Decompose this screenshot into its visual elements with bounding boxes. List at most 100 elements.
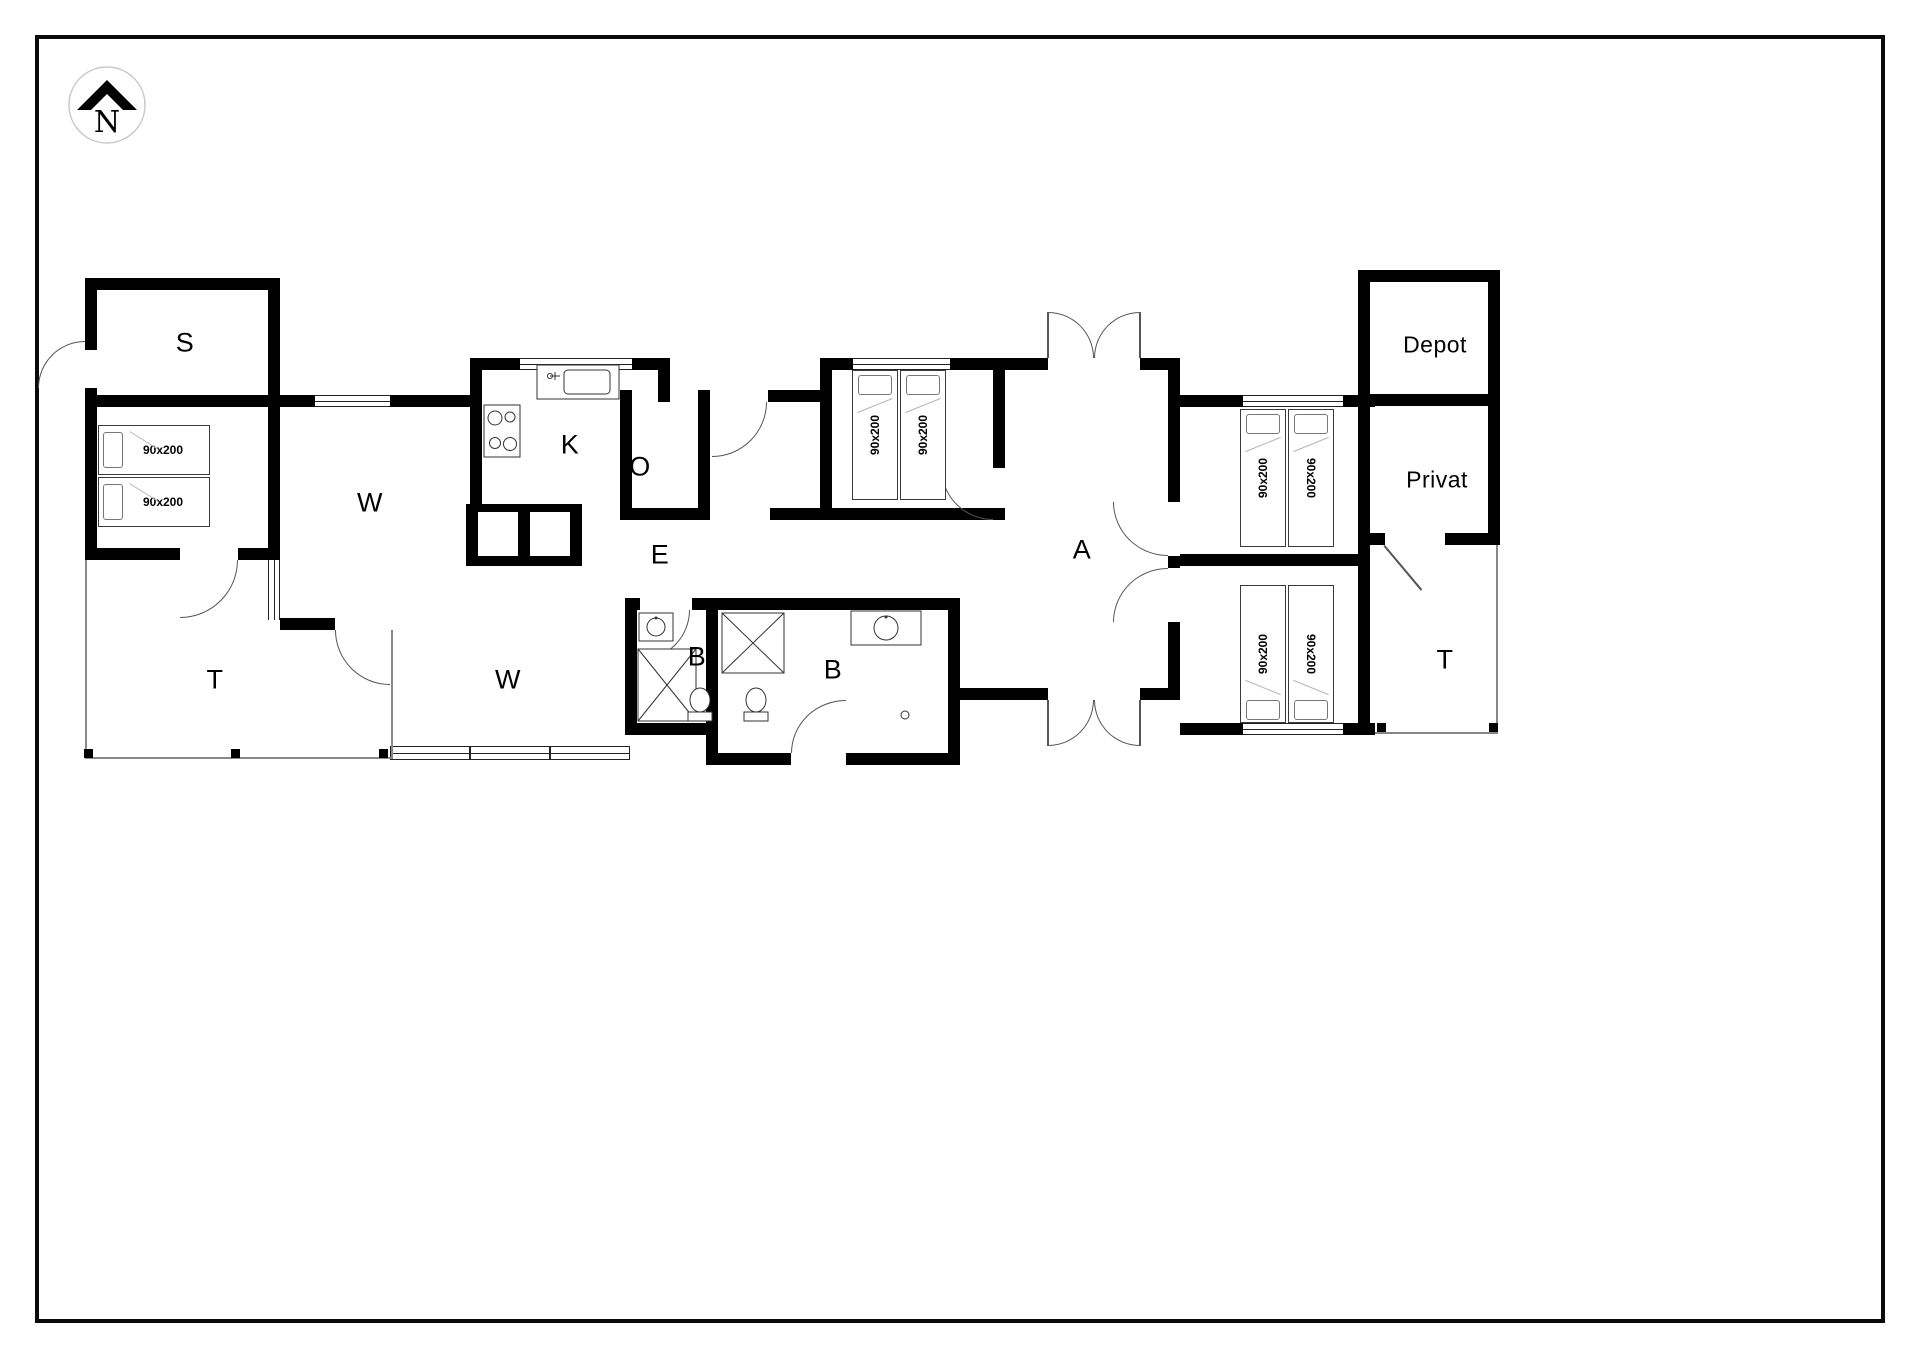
window	[1243, 723, 1343, 735]
compass-north-icon: N	[68, 66, 146, 144]
wall-segment	[470, 358, 482, 523]
kitchen-sink-icon	[536, 364, 620, 400]
shower-icon	[637, 648, 697, 722]
wall-segment	[698, 390, 710, 520]
bed: 90x200	[900, 370, 946, 500]
wall-segment	[620, 390, 632, 520]
wall-segment	[625, 598, 637, 735]
pillow	[103, 432, 123, 468]
wall-segment	[620, 508, 710, 520]
bed: 90x200	[852, 370, 898, 500]
room-label-s: S	[175, 327, 195, 358]
terrace-post	[379, 749, 388, 758]
wall-segment	[85, 278, 97, 350]
wall-segment	[1445, 533, 1500, 545]
room-label-terrace-right: T	[1436, 644, 1454, 675]
door-leaf	[1047, 700, 1049, 746]
window	[268, 560, 280, 620]
room-label-bath-left: B	[687, 641, 707, 672]
door-leaf	[1139, 700, 1141, 746]
bed-size-label: 90x200	[1304, 633, 1318, 675]
toilet-icon	[687, 687, 713, 722]
room-label-o: O	[629, 451, 651, 482]
wall-segment	[1358, 394, 1500, 406]
terrace-edge	[85, 757, 393, 759]
wall-segment	[268, 278, 280, 560]
bed: 90x200	[1240, 409, 1286, 547]
pillow	[858, 375, 892, 395]
bed-size-label: 90x200	[142, 443, 184, 457]
wall-segment	[1488, 270, 1500, 545]
bed-size-label: 90x200	[1304, 457, 1318, 499]
bed-size-label: 90x200	[1256, 457, 1270, 499]
wall-segment	[1168, 556, 1180, 568]
wall-segment	[993, 358, 1005, 468]
wall-segment	[85, 388, 97, 560]
patio-door-glass	[550, 746, 630, 760]
patio-door-glass	[470, 746, 550, 760]
wall-segment	[820, 358, 832, 520]
toilet-icon	[743, 687, 769, 722]
room-label-privat: Privat	[1406, 466, 1468, 493]
pillow	[103, 484, 123, 520]
window	[315, 395, 390, 407]
wall-segment	[1358, 395, 1370, 735]
wall-segment	[390, 395, 472, 407]
patio-door-glass	[390, 746, 470, 760]
bed: 90x200	[1240, 585, 1286, 723]
wall-segment	[280, 395, 315, 407]
terrace-post	[1377, 723, 1386, 732]
bed-size-label: 90x200	[142, 495, 184, 509]
terrace-edge	[85, 560, 87, 758]
wall-segment	[706, 753, 791, 765]
wall-segment	[280, 618, 335, 630]
bed-size-label: 90x200	[868, 414, 882, 456]
terrace-post	[231, 749, 240, 758]
room-label-hall: E	[650, 539, 670, 570]
room-label-terrace-left: T	[206, 664, 224, 695]
room-label-living: A	[1072, 534, 1092, 565]
wall-segment	[1168, 358, 1180, 502]
bed: 90x200	[1288, 409, 1334, 547]
pillow	[1246, 414, 1280, 434]
compass-letter: N	[94, 105, 120, 140]
shower-icon	[721, 612, 785, 674]
wall-segment	[1168, 622, 1180, 700]
bed: 90x200	[1288, 585, 1334, 723]
bed: 90x200	[98, 425, 210, 475]
bathroom-sink-icon	[638, 612, 674, 642]
wall-segment	[846, 753, 960, 765]
closet-cell	[530, 512, 570, 556]
door-leaf	[1047, 312, 1049, 358]
wall-segment	[1370, 533, 1385, 545]
window	[853, 358, 950, 370]
door-leaf	[1139, 312, 1141, 358]
terrace-post	[84, 749, 93, 758]
pillow	[1294, 414, 1328, 434]
window	[1243, 395, 1343, 407]
room-label-w-upper: W	[357, 487, 383, 518]
pillow	[1294, 700, 1328, 720]
wall-segment	[948, 598, 960, 765]
bed: 90x200	[98, 477, 210, 527]
wall-segment	[1358, 270, 1370, 407]
wall-segment	[625, 723, 718, 735]
room-label-w-lower: W	[495, 664, 521, 695]
pillow	[1246, 700, 1280, 720]
terrace-post	[1489, 723, 1498, 732]
terrace-edge	[1496, 545, 1498, 734]
wall-segment	[1005, 358, 1048, 370]
floor-drain-icon	[900, 710, 910, 720]
wall-segment	[960, 688, 1048, 700]
wall-segment	[658, 358, 670, 402]
room-label-bath-right: B	[823, 654, 843, 685]
bed-size-label: 90x200	[916, 414, 930, 456]
bed-size-label: 90x200	[1256, 633, 1270, 675]
stove-icon	[483, 404, 521, 458]
room-label-kitchen: K	[560, 429, 580, 460]
pillow	[906, 375, 940, 395]
wall-segment	[85, 548, 180, 560]
wall-segment	[1180, 554, 1370, 566]
closet-cell	[478, 512, 518, 556]
